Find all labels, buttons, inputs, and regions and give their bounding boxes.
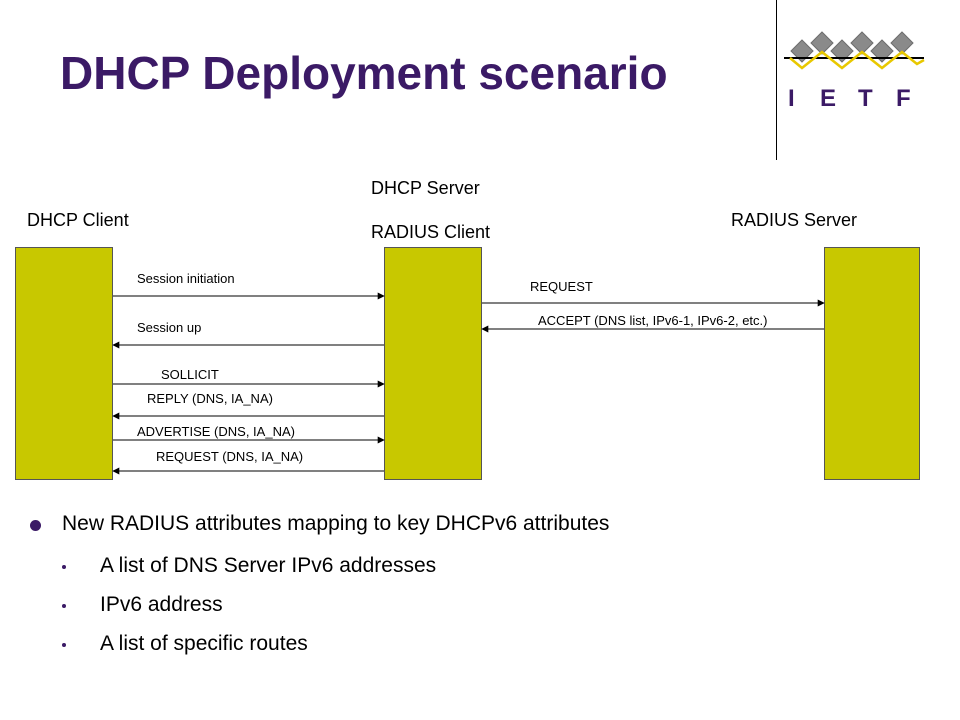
logo-letter-i: I	[788, 85, 795, 112]
radius-server-box	[824, 247, 920, 480]
ietf-logo: I E T F	[784, 31, 925, 112]
msg-label-reply: REPLY (DNS, IA_NA)	[147, 391, 273, 406]
msg-label-session-initiation: Session initiation	[137, 271, 235, 286]
logo-diamond	[830, 39, 854, 63]
logo-diamond	[870, 39, 894, 63]
msg-label-session-up: Session up	[137, 320, 202, 335]
sub-bullet-dot	[62, 565, 66, 569]
msg-label-advertise: ADVERTISE (DNS, IA_NA)	[137, 424, 295, 439]
logo-diamond	[810, 31, 834, 55]
sub-bullet-item: A list of DNS Server IPv6 addresses	[100, 554, 437, 577]
entity-label-client: DHCP Client	[27, 210, 129, 230]
logo-zigzag	[789, 50, 925, 70]
entity-label-server: RADIUS Server	[731, 210, 858, 230]
sub-bullet-item: IPv6 address	[100, 593, 223, 616]
bullet-main: New RADIUS attributes mapping to key DHC…	[62, 512, 610, 535]
dhcp-client-box	[15, 247, 113, 480]
logo-letter-t: T	[858, 85, 873, 112]
logo-diamond	[850, 31, 874, 55]
logo-diamond	[790, 39, 814, 63]
dhcp-server-radius-client-box	[384, 247, 482, 480]
header-divider	[776, 0, 777, 160]
sub-bullet-item: A list of specific routes	[100, 632, 308, 655]
logo-letter-e: E	[820, 85, 836, 112]
msg-label-request-dhcp: REQUEST (DNS, IA_NA)	[156, 449, 304, 464]
msg-label-sollicit: SOLLICIT	[161, 367, 219, 382]
sub-bullet-dot	[62, 604, 66, 608]
slide-title: DHCP Deployment scenario	[60, 47, 668, 99]
msg-label-radius-request: REQUEST	[530, 279, 593, 294]
sub-bullet-dot	[62, 643, 66, 647]
logo-letter-f: F	[896, 85, 911, 112]
entity-label-middle-line1: DHCP Server	[371, 178, 480, 198]
msg-label-radius-accept: ACCEPT (DNS list, IPv6-1, IPv6-2, etc.)	[538, 313, 768, 328]
bullet-dot	[30, 520, 41, 531]
entity-label-middle-line2: RADIUS Client	[371, 222, 491, 242]
logo-diamond	[890, 31, 914, 55]
